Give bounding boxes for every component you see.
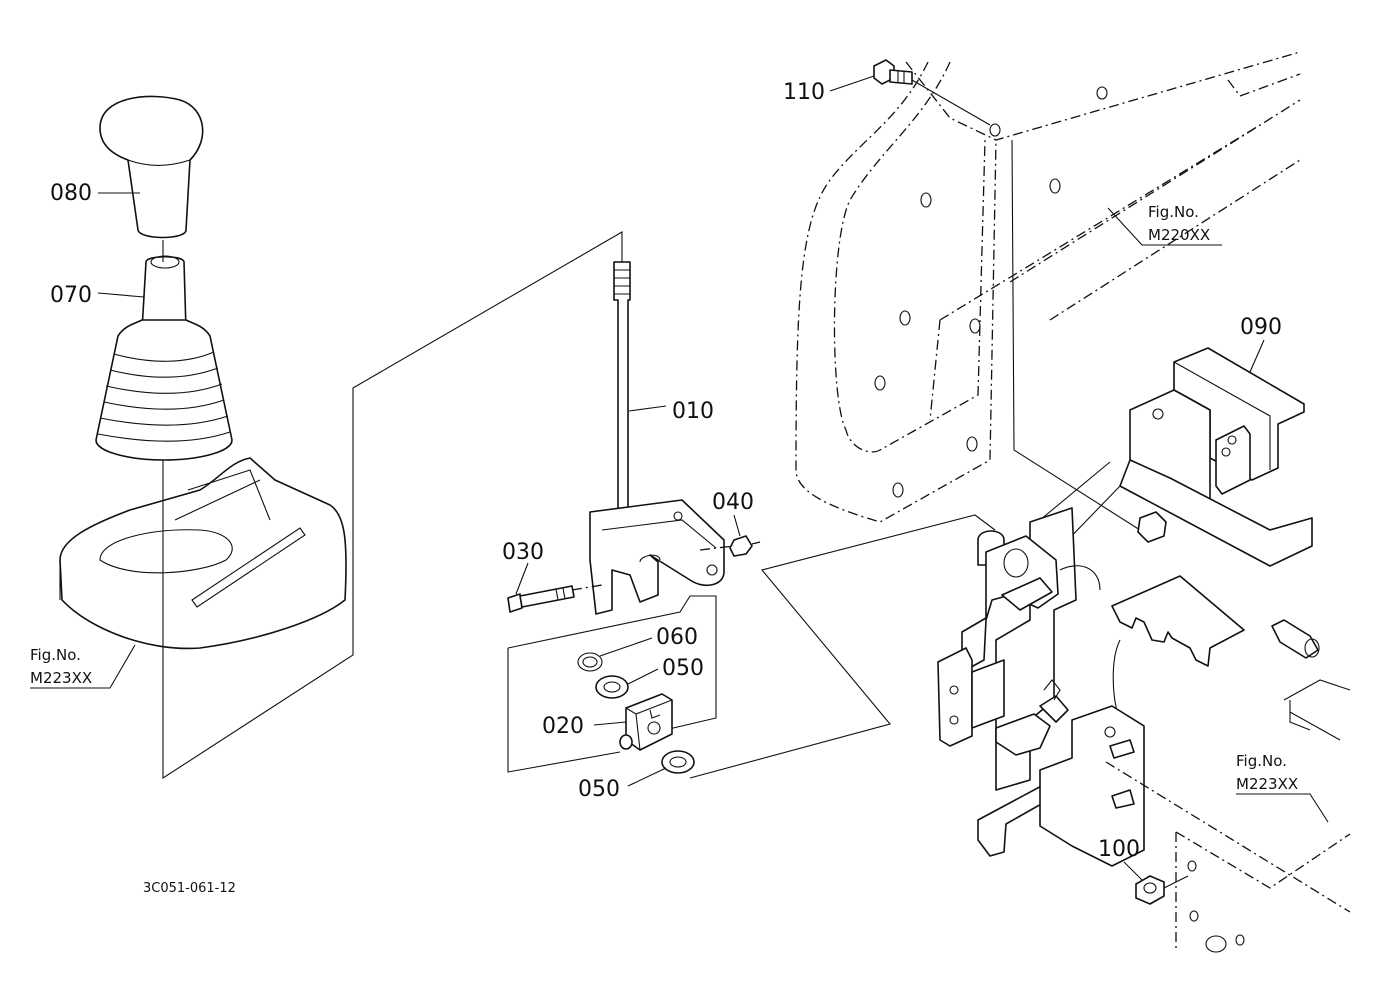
part-label-060: 060 [656,625,698,650]
leader-070 [97,292,145,298]
part-label-070: 070 [50,283,92,308]
leader-040 [733,514,741,537]
part-label-080: 080 [50,181,92,206]
leader-030 [515,562,529,595]
knob-080-drawing [99,95,204,239]
console-cover-drawing [59,457,347,650]
part-label-040: 040 [712,490,754,515]
joint-020-drawing [619,693,673,751]
leader-090 [1249,339,1265,373]
fig-ref-bottom-right-leader [1236,793,1329,823]
part-label-050-lower: 050 [578,777,620,802]
part-label-050-upper: 050 [662,656,704,681]
leader-020 [593,721,627,726]
leader-050-lower [627,767,667,787]
lever-bracket-drawing [589,499,725,615]
link-line-joint [689,514,996,779]
clip-060-drawing [577,652,603,672]
part-label-100: 100 [1098,837,1140,862]
part-label-020: 020 [542,714,584,739]
leader-010 [628,405,667,412]
bolt-110-drawing [873,59,913,85]
center-line-110 [911,79,991,126]
center-line-bolt [571,541,761,591]
bolt-030-drawing [507,585,575,613]
nut-100-drawing [1135,875,1165,905]
shift-mechanism-drawing [937,507,1145,867]
part-label-010: 010 [672,399,714,424]
shift-plate-drawing [1039,461,1320,721]
fig-ref-top-right-prefix: Fig.No. [1148,203,1199,221]
drawing-code: 3C051-061-12 [143,881,236,896]
washer-050-lower-drawing [661,750,695,774]
boot-070-drawing [95,255,233,461]
fig-ref-top-right-number: M220XX [1148,226,1210,244]
part-label-030: 030 [502,540,544,565]
leader-050-upper [627,668,659,685]
fig-ref-left-leader [30,644,136,689]
floor-plate-drawing [1105,679,1351,953]
fig-ref-bottom-right-number: M223XX [1236,775,1298,793]
leader-060 [599,637,653,657]
part-label-110: 110 [783,80,825,105]
nut-040-drawing [729,535,753,557]
part-label-090: 090 [1240,315,1282,340]
fig-ref-top-right-leader [1107,207,1222,246]
bracket-090-drawing [1119,347,1313,567]
washer-050-upper-drawing [595,675,629,699]
subassembly-frame [507,595,717,773]
fig-ref-bottom-right-prefix: Fig.No. [1236,752,1287,770]
fig-ref-left-number: M223XX [30,669,92,687]
leader-110 [829,75,875,92]
leader-line-boot [162,231,623,780]
lever-rod-010-drawing [613,261,631,521]
leader-100 [1123,861,1143,881]
frame-panel-drawing [795,51,1301,531]
fig-ref-left-prefix: Fig.No. [30,646,81,664]
